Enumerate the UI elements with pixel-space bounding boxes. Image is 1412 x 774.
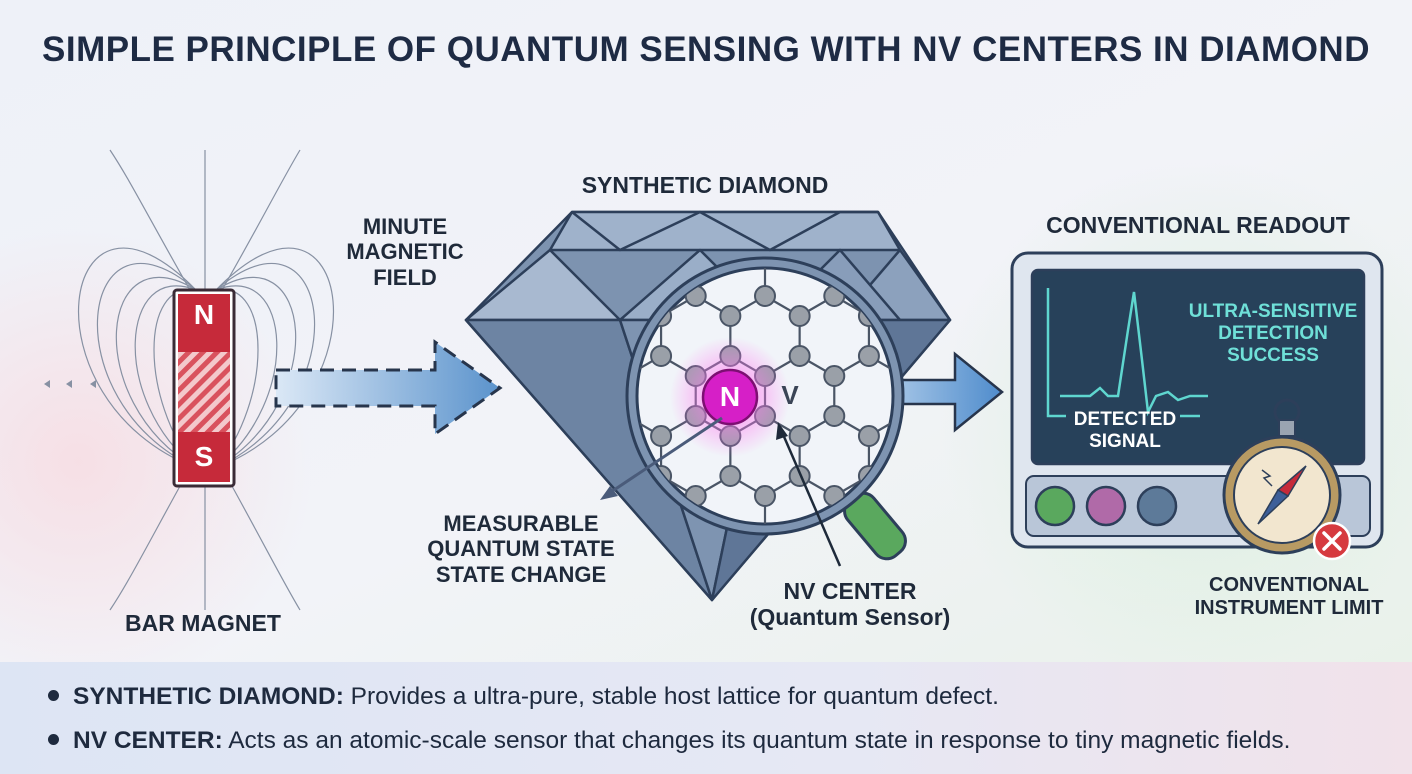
carbon-atom — [650, 425, 673, 447]
carbon-atom — [788, 465, 811, 487]
field-arrow — [274, 339, 503, 437]
bullet-synthetic-diamond: SYNTHETIC DIAMOND: Provides a ultra-pure… — [48, 683, 999, 711]
carbon-atom — [823, 405, 846, 427]
vacancy-letter: V — [781, 380, 799, 410]
carbon-atom — [719, 465, 742, 487]
south-pole-label: S — [194, 441, 214, 472]
carbon-atom — [754, 285, 776, 307]
footer-panel — [0, 662, 1412, 774]
nv-center-label: NV CENTER (Quantum Sensor) — [749, 578, 951, 631]
carbon-atom — [823, 365, 846, 387]
signal-trace — [1046, 288, 1208, 418]
nitrogen-atom — [701, 368, 759, 426]
carbon-atom — [788, 345, 811, 367]
measurable-pointer — [600, 416, 723, 500]
purple-button — [1085, 485, 1127, 527]
bullet-dot — [48, 690, 59, 702]
carbon-atom — [650, 345, 673, 367]
blue-button — [1136, 485, 1178, 527]
bar-magnet-label: BAR MAGNET — [125, 610, 281, 636]
carbon-atom — [857, 345, 880, 367]
compass-icon — [1222, 398, 1342, 555]
diagram-title: SIMPLE PRINCIPLE OF QUANTUM SENSING WITH… — [42, 30, 1370, 69]
carbon-atom — [788, 425, 811, 447]
bullet-nv-center: NV CENTER: Acts as an atomic-scale senso… — [48, 727, 1290, 755]
error-icon — [1312, 521, 1352, 561]
bar-magnet — [172, 288, 236, 488]
bullet-dot — [48, 734, 59, 746]
synthetic-diamond-label: SYNTHETIC DIAMOND — [581, 172, 829, 198]
nv-pointer — [776, 422, 842, 567]
carbon-atom — [754, 485, 776, 507]
pink-glow — [0, 150, 520, 670]
carbon-atom — [857, 425, 880, 447]
carbon-atom — [719, 305, 742, 327]
north-pole-label: N — [193, 299, 215, 330]
conventional-readout-label: CONVENTIONAL READOUT — [1046, 212, 1350, 238]
green-button — [1034, 485, 1076, 527]
nitrogen-letter: N — [719, 381, 741, 412]
carbon-atom — [788, 305, 811, 327]
device-buttons — [1034, 485, 1178, 527]
